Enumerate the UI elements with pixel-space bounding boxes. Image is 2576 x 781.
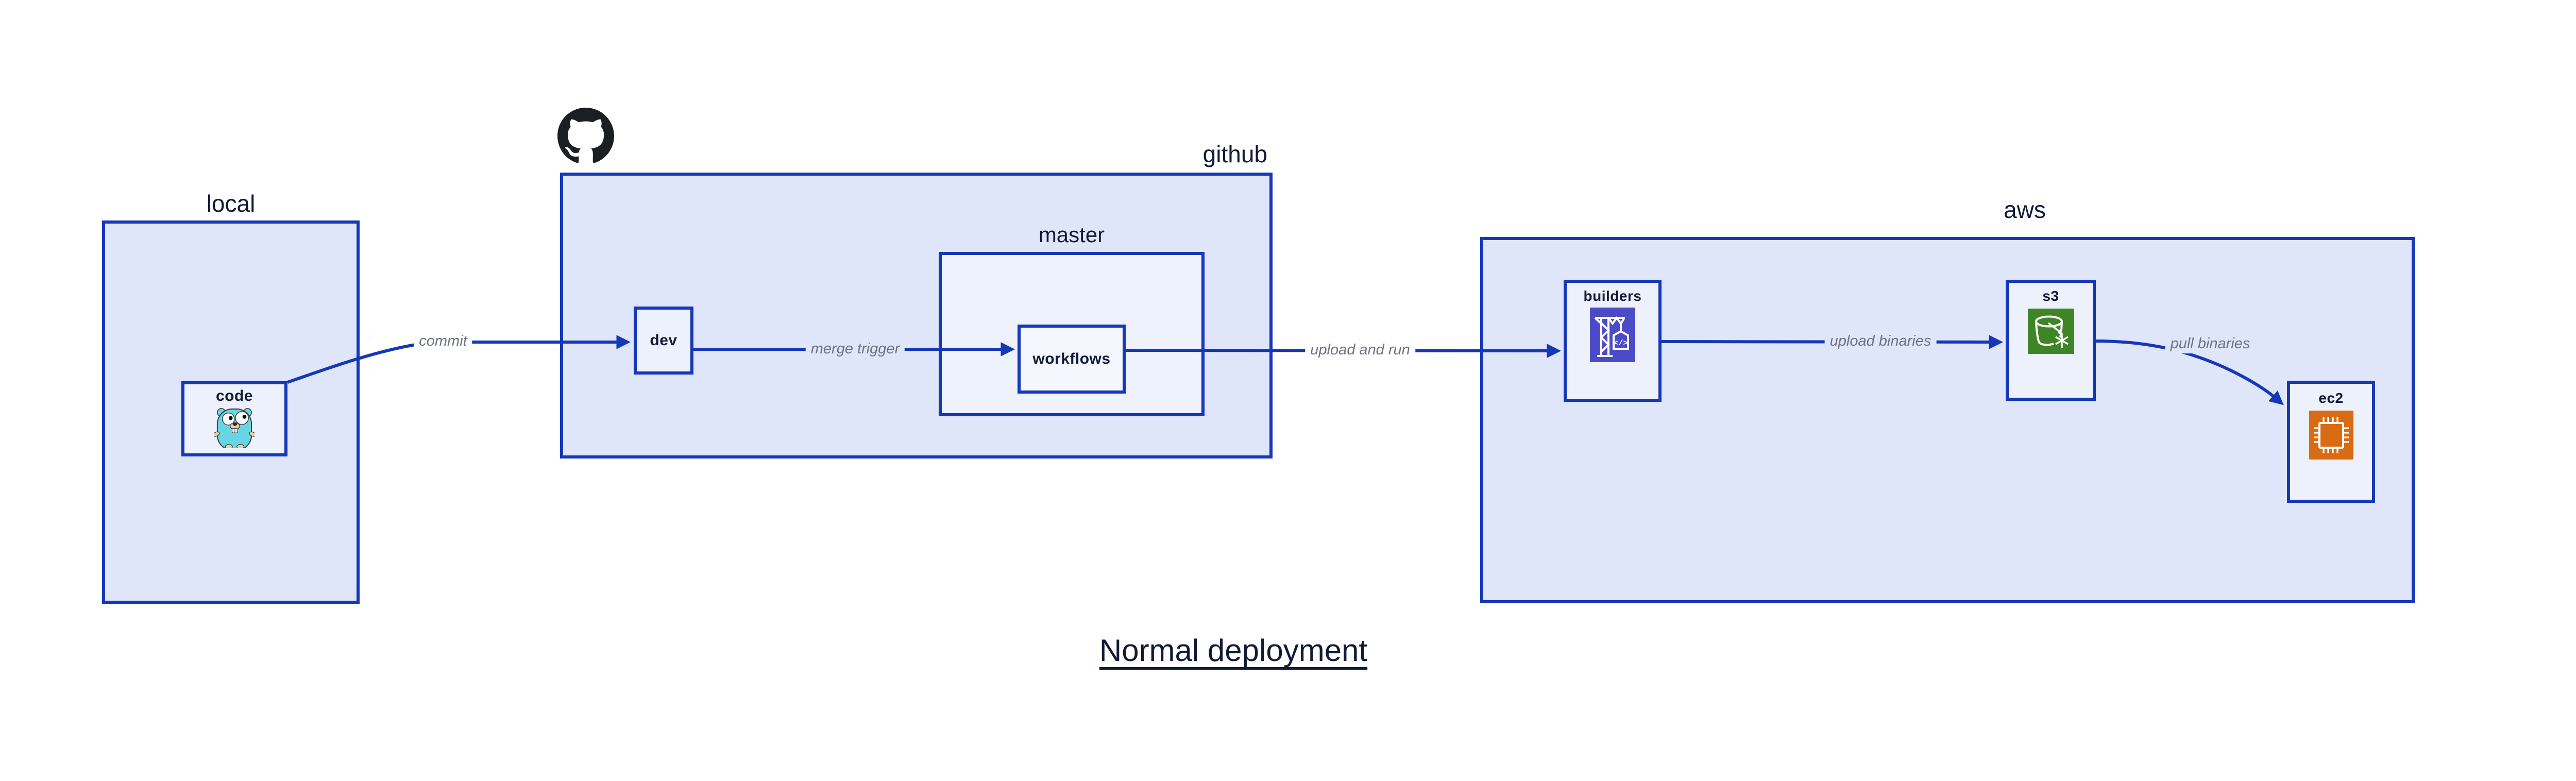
group-local-label: local bbox=[206, 190, 256, 217]
go-gopher-icon bbox=[214, 408, 255, 448]
edge-label-pull-binaries: pull binaries bbox=[2165, 335, 2256, 353]
node-s3-label: s3 bbox=[2042, 288, 2059, 304]
node-dev: dev bbox=[634, 307, 693, 375]
node-builders-label: builders bbox=[1583, 288, 1642, 304]
edge-label-merge-trigger: merge trigger bbox=[805, 340, 905, 359]
node-s3: s3 bbox=[2006, 280, 2096, 401]
node-code: code bbox=[181, 381, 287, 456]
ec2-chip-icon bbox=[2309, 411, 2353, 460]
group-aws-label: aws bbox=[2004, 196, 2046, 223]
edge-pull-binaries-arrow bbox=[2095, 339, 2284, 405]
node-code-label: code bbox=[215, 387, 253, 404]
s3-bucket-icon bbox=[2027, 309, 2074, 354]
diagram-title: Normal deployment bbox=[1099, 633, 1368, 668]
node-workflows-label: workflows bbox=[1032, 350, 1111, 367]
svg-text:</>: </> bbox=[1614, 339, 1628, 348]
edge-label-commit: commit bbox=[414, 332, 472, 351]
node-dev-label: dev bbox=[650, 332, 677, 349]
group-master-label: master bbox=[1038, 223, 1105, 247]
codebuild-crane-icon: </> bbox=[1590, 308, 1635, 362]
node-workflows: workflows bbox=[1018, 325, 1126, 394]
node-builders: builders </> bbox=[1564, 280, 1662, 402]
edge-label-upload-binaries: upload binaries bbox=[1824, 332, 1937, 351]
group-github-label: github bbox=[1202, 141, 1267, 167]
edge-label-upload-and-run: upload and run bbox=[1305, 341, 1415, 360]
github-octocat-icon bbox=[557, 108, 614, 163]
node-ec2: ec2 bbox=[2287, 381, 2375, 503]
node-ec2-label: ec2 bbox=[2318, 390, 2344, 406]
